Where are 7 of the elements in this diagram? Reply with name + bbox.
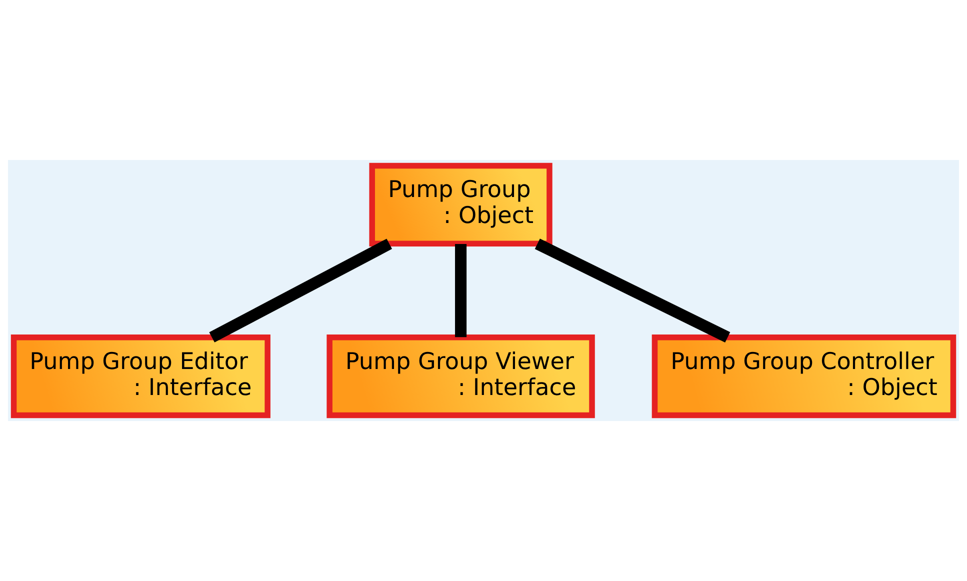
connector	[455, 244, 467, 338]
node-box: Pump Group Viewer : Interface	[326, 334, 595, 418]
connector	[209, 238, 392, 342]
connector	[534, 238, 730, 342]
node-box: Pump Group Editor : Interface	[10, 334, 270, 418]
node-box: Pump Group : Object	[369, 162, 552, 247]
node-box: Pump Group Controller : Object	[652, 334, 956, 418]
